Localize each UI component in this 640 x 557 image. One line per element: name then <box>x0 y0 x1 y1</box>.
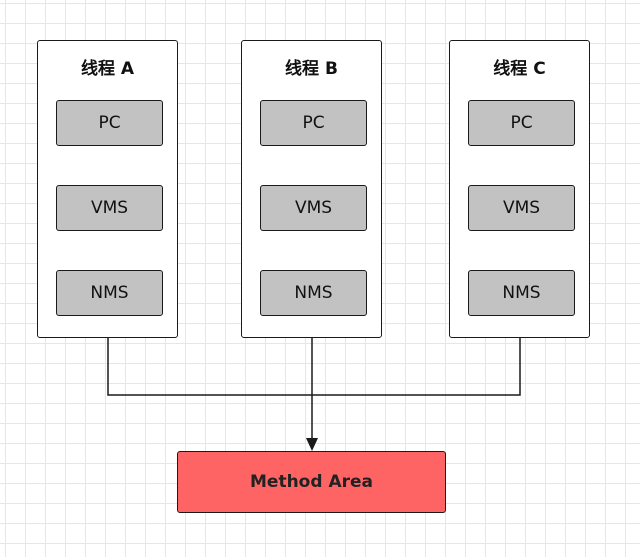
thread-b-pc: PC <box>260 100 367 146</box>
thread-b-nms: NMS <box>260 270 367 316</box>
thread-a-nms: NMS <box>56 270 163 316</box>
thread-b-vms: VMS <box>260 185 367 231</box>
thread-b-title: 线程 B <box>285 59 338 79</box>
thread-c-title: 线程 C <box>493 59 546 79</box>
thread-c-vms: VMS <box>468 185 575 231</box>
thread-b-box: 线程 B PC VMS NMS <box>241 40 382 338</box>
thread-c-nms: NMS <box>468 270 575 316</box>
thread-c-box: 线程 C PC VMS NMS <box>449 40 590 338</box>
arrowhead-icon <box>306 438 318 451</box>
thread-a-pc: PC <box>56 100 163 146</box>
thread-a-box: 线程 A PC VMS NMS <box>37 40 178 338</box>
connector-thread-a <box>107 338 312 396</box>
method-area-box: Method Area <box>177 451 446 513</box>
connector-thread-c <box>312 338 521 396</box>
thread-c-pc: PC <box>468 100 575 146</box>
thread-a-vms: VMS <box>56 185 163 231</box>
thread-a-title: 线程 A <box>80 59 135 79</box>
